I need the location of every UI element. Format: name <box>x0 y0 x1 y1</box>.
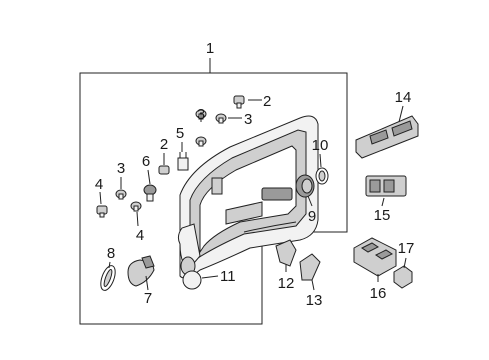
callout-15: 15 <box>374 207 391 224</box>
callout-11: 11 <box>220 268 236 285</box>
escutcheon-8-icon <box>100 265 116 291</box>
switch-panel-14-icon <box>355 115 419 159</box>
callout-2-left: 2 <box>160 136 168 153</box>
switch-16-icon <box>353 237 397 277</box>
leader-lines <box>99 58 407 291</box>
callout-14: 14 <box>395 89 412 106</box>
callout-8: 8 <box>107 245 115 262</box>
grommet-10-icon <box>315 167 329 185</box>
pull-handle-7-icon <box>127 255 155 287</box>
tweeter-9-icon <box>295 174 315 198</box>
clip-3-left-icon <box>115 189 127 200</box>
clip-3-upper-b-icon <box>215 113 227 124</box>
door-trim-panel <box>177 115 319 279</box>
callout-1: 1 <box>206 40 214 57</box>
callout-9: 9 <box>308 208 316 225</box>
callout-17: 17 <box>398 240 415 257</box>
callout-10: 10 <box>312 137 329 154</box>
callout-3-upper-left: 3 <box>197 106 205 123</box>
callout-6: 6 <box>142 153 150 170</box>
callout-3-upper-right: 3 <box>244 111 252 128</box>
callout-7: 7 <box>144 290 152 307</box>
callout-4-left: 4 <box>95 176 103 193</box>
callout-4-mid: 4 <box>136 227 144 244</box>
clip-2-upper-icon <box>233 95 245 109</box>
bracket-12-icon <box>275 239 297 267</box>
switch-17-icon <box>393 265 413 289</box>
cap-11-icon <box>182 270 202 290</box>
clip-4-left-icon <box>96 205 108 218</box>
clip-3-mid-icon <box>195 136 207 147</box>
switch-15-icon <box>365 175 407 197</box>
callout-5: 5 <box>176 125 184 142</box>
screw-2-left-icon <box>158 165 170 175</box>
callout-2-upper: 2 <box>263 93 271 110</box>
screw-6-icon <box>143 184 157 202</box>
callout-12: 12 <box>278 275 295 292</box>
clip-5-icon <box>177 152 189 171</box>
clip-4-mid-icon <box>130 201 142 212</box>
callout-16: 16 <box>370 285 387 302</box>
handle-13-icon <box>299 253 321 281</box>
callout-3-left: 3 <box>117 160 125 177</box>
callout-13: 13 <box>306 292 323 309</box>
